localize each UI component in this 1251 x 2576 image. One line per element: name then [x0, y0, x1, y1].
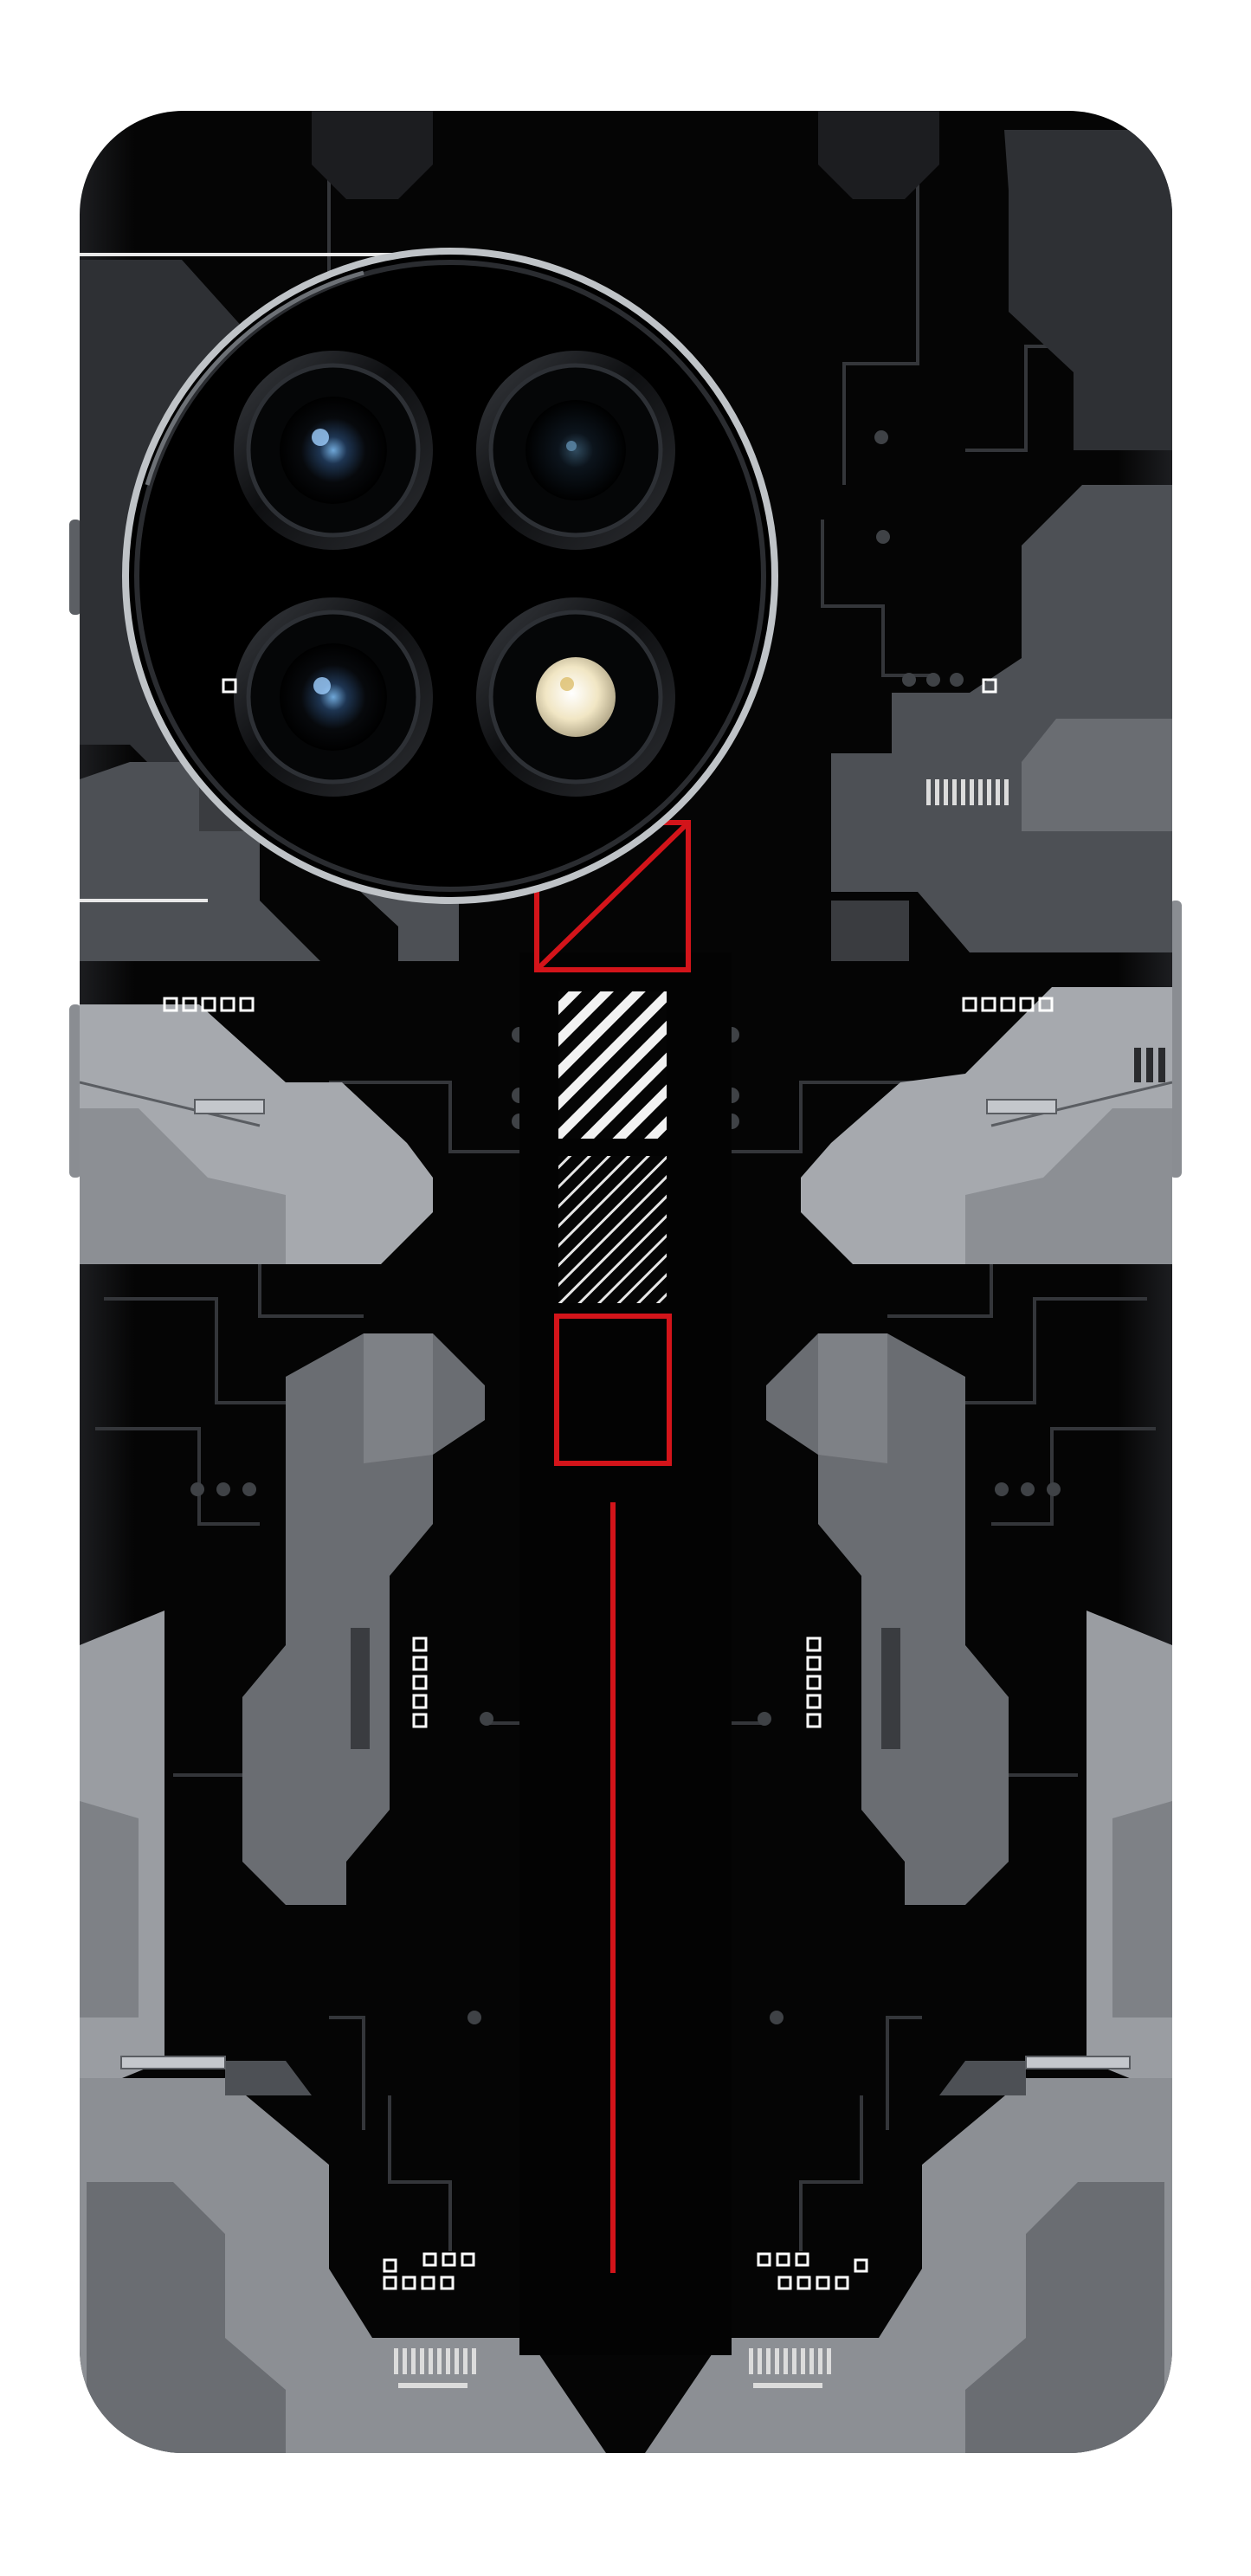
- small-square-left: [222, 678, 237, 694]
- dot-cluster-bottom-right: [757, 2252, 868, 2290]
- wing-right: [801, 987, 1172, 1264]
- camera-module: [122, 248, 778, 904]
- ultrawide-lens-icon: [234, 597, 433, 797]
- volume-button: [69, 520, 81, 615]
- upper-armor-top: [312, 111, 939, 199]
- dot-row-upper-left: [163, 997, 255, 1012]
- small-square-right: [982, 678, 997, 694]
- side-key-right: [1170, 901, 1182, 1178]
- skin-artwork: [80, 111, 1172, 2453]
- main-lens-icon: [234, 351, 433, 550]
- side-panel-left: [80, 1611, 164, 2095]
- center-spine: [519, 820, 732, 2355]
- hatch-block-wide: [558, 991, 667, 1139]
- vent-grille-top-right: [926, 779, 1009, 805]
- flash-icon: [476, 597, 675, 797]
- hatch-block-thin: [558, 1156, 667, 1303]
- arm-left: [242, 1333, 485, 1905]
- dot-row-upper-right: [962, 997, 1054, 1012]
- vent-grille-bottom-right: [749, 2348, 831, 2388]
- dot-cluster-bottom-left: [383, 2252, 475, 2290]
- arm-right: [766, 1333, 1009, 1905]
- dot-col-right: [806, 1637, 822, 1728]
- side-key-left: [69, 1004, 81, 1178]
- side-panel-right: [1087, 1611, 1172, 2095]
- vent-grille-bottom-left: [394, 2348, 476, 2388]
- red-square-outline: [554, 1314, 672, 1466]
- telephoto-lens-icon: [476, 351, 675, 550]
- upper-armor-right: [831, 130, 1172, 961]
- wing-left: [80, 1004, 433, 1264]
- dot-col-left: [412, 1637, 428, 1728]
